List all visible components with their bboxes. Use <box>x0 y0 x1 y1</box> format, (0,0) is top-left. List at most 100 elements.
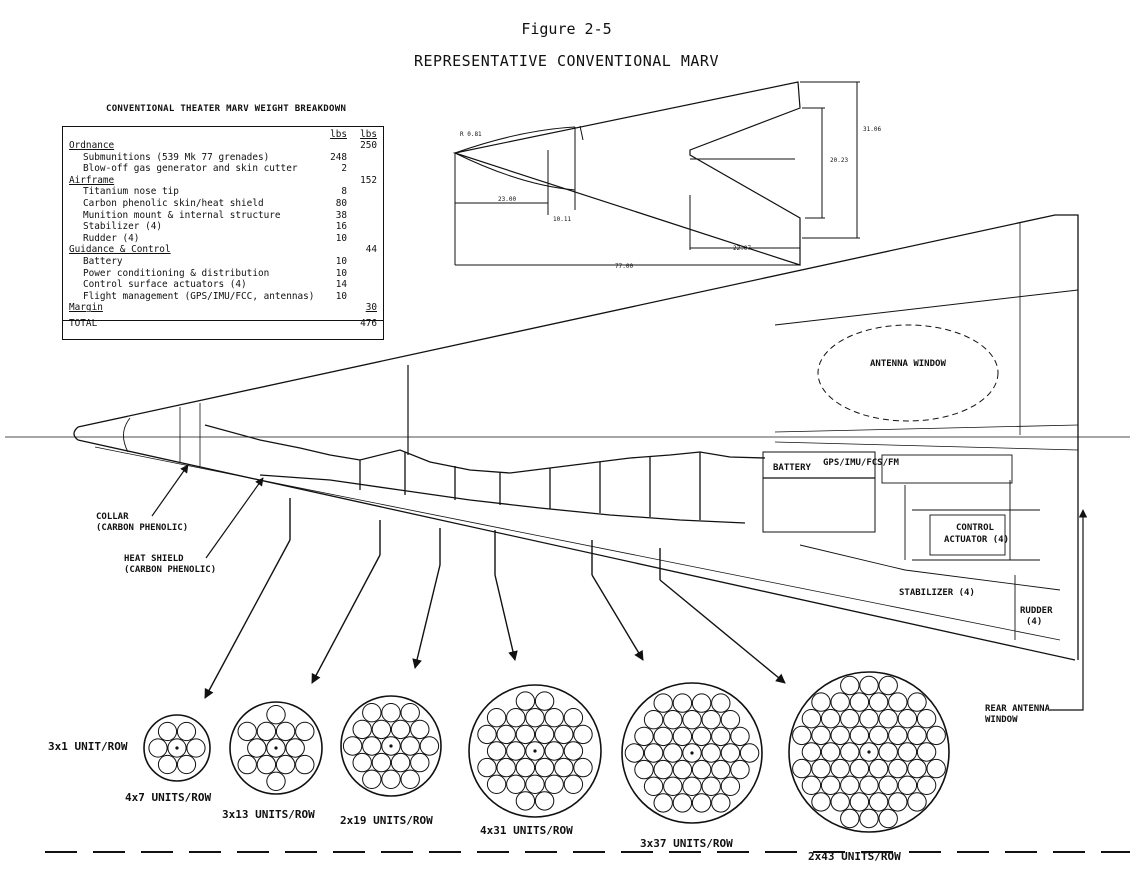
submunition-unit <box>849 725 870 746</box>
submunition-unit <box>544 708 564 728</box>
submunition-unit <box>506 774 526 794</box>
submunition-unit <box>830 692 850 712</box>
dim-h2: 20.23 <box>830 157 848 164</box>
submunition-unit <box>410 719 430 740</box>
submunition-unit <box>653 759 673 780</box>
submunition-unit <box>907 792 927 812</box>
submunition-unit <box>419 736 440 756</box>
battery-label: BATTERY <box>773 463 812 473</box>
weight-table-row: Power conditioning & distribution 10 <box>69 268 377 279</box>
col2-header: lbs <box>360 129 377 140</box>
submunition-unit <box>691 693 712 713</box>
bundle-outline <box>340 695 442 797</box>
submunition-unit <box>926 725 946 746</box>
submunition-unit <box>643 743 664 763</box>
figure-number: Figure 2-5 <box>521 20 612 38</box>
submunition-unit <box>486 708 507 728</box>
rear-antenna-label: REAR ANTENNA <box>985 704 1051 714</box>
submunition-unit <box>496 724 516 745</box>
submunition-unit <box>381 736 401 756</box>
row-label: Guidance & Control <box>69 244 171 256</box>
submunition-unit <box>390 719 411 740</box>
submunition-unit <box>573 757 593 778</box>
submunition-unit <box>266 771 286 791</box>
row-lbs: 80 <box>335 198 347 209</box>
submunition-unit <box>663 710 683 730</box>
bundle-outline <box>143 714 211 782</box>
submunition-unit <box>792 758 812 779</box>
bundle-label: 3x13 UNITS/ROW <box>222 808 315 821</box>
row-lbs-subtotal: 152 <box>360 174 377 186</box>
submunition-unit <box>859 808 879 829</box>
bundle-outline <box>621 682 763 824</box>
submunition-bundles <box>143 671 950 833</box>
bundle-label: 4x31 UNITS/ROW <box>480 824 573 837</box>
submunition-unit <box>820 742 841 762</box>
submunition-unit <box>643 776 664 796</box>
submunition-unit <box>624 743 645 763</box>
submunition-unit <box>897 775 918 795</box>
submunition-unit <box>176 721 197 742</box>
submunition-unit <box>362 703 382 723</box>
bundle-center-dot <box>274 746 278 750</box>
submunition-unit <box>371 752 392 773</box>
submunition-unit <box>691 759 712 780</box>
submunition-unit <box>840 709 860 729</box>
submunition-unit <box>868 758 889 779</box>
submunition-unit <box>525 741 545 761</box>
row-lbs: 10 <box>335 267 347 279</box>
submunition-unit <box>506 741 526 761</box>
row-lbs: 248 <box>330 151 347 163</box>
row-lbs: 10 <box>335 256 347 267</box>
submunition-unit <box>801 742 822 762</box>
control-actuator-count-label: ACTUATOR (4) <box>944 535 1009 545</box>
rudder-label: RUDDER <box>1020 606 1053 616</box>
submunition-unit <box>888 692 908 712</box>
submunition-unit <box>739 743 760 763</box>
submunition-unit <box>275 721 296 742</box>
bundle-arrows <box>204 498 786 699</box>
weight-table-row: Rudder (4)10 <box>69 233 377 244</box>
row-lbs: 2 <box>341 163 347 175</box>
row-label: Ordnance <box>69 140 115 151</box>
submunition-unit <box>849 692 870 712</box>
submunition-unit <box>634 726 654 747</box>
submunition-unit <box>400 736 420 756</box>
weight-table-row: Airframe 152 <box>69 175 377 186</box>
submunition-unit <box>878 775 898 795</box>
submunition-unit <box>634 759 654 780</box>
submunition-unit <box>486 774 507 794</box>
submunition-unit <box>859 709 879 729</box>
submunition-unit <box>720 776 741 796</box>
submunition-unit <box>830 792 850 812</box>
rear-antenna-window-label: WINDOW <box>985 715 1018 725</box>
submunition-unit <box>486 741 507 761</box>
row-lbs-subtotal: 44 <box>365 244 377 256</box>
submunition-unit <box>820 709 841 729</box>
submunition-unit <box>701 776 721 796</box>
submunition-unit <box>362 736 382 756</box>
row-label: Blow-off gas generator and skin cutter <box>83 163 298 175</box>
submunition-unit <box>811 725 831 746</box>
submunition-unit <box>266 738 286 758</box>
submunition-unit <box>295 721 315 742</box>
submunition-unit <box>285 738 305 758</box>
submunition-unit <box>888 792 908 812</box>
bundle-label: 3x37 UNITS/ROW <box>640 837 733 850</box>
submunition-unit <box>907 725 927 746</box>
row-label: Power conditioning & distribution <box>83 267 270 279</box>
dim-d2: 10.11 <box>553 216 571 223</box>
row-label: Airframe <box>69 174 115 186</box>
submunition-unit <box>878 709 898 729</box>
submunition-unit <box>256 721 277 742</box>
heat-shield-label: HEAT SHIELD <box>124 554 184 564</box>
row-label: Control surface actuators (4) <box>83 279 247 291</box>
row-lbs: 38 <box>335 209 347 221</box>
